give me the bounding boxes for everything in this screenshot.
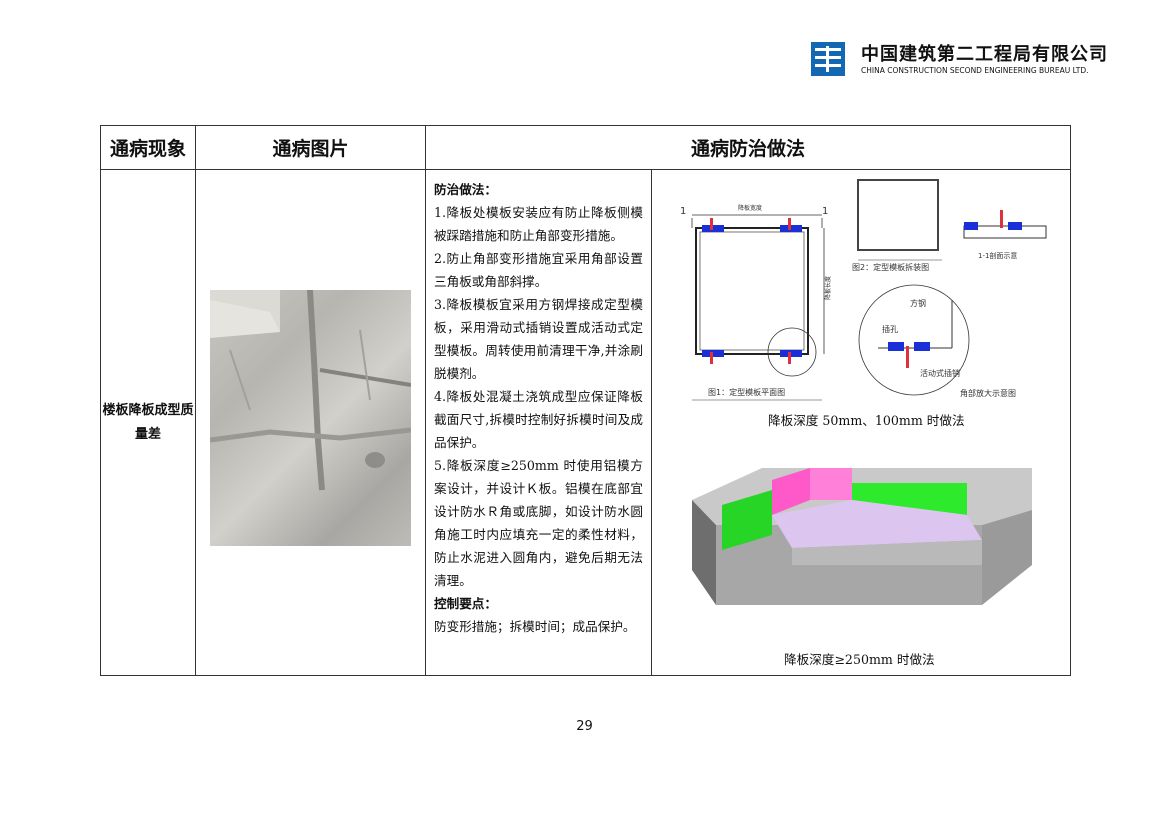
table-row: 楼板降板成型质量差 防治做法： 1.降板处模板安装应有防止降板侧模被踩踏措施和防… xyxy=(100,169,1072,676)
label-width: 降板宽度 xyxy=(738,204,762,212)
method-item-2: 2.防止角部变形措施宜采用角部设置三角板或角部斜撑。 xyxy=(434,251,643,289)
assembly-caption: 图2：定型模板拆装图 xyxy=(852,262,929,272)
corner-detail: 方钢 插孔 活动式插销 角部放大示意图 xyxy=(858,284,1016,398)
figure-cell: 降板宽度 1 1 降板长度 图1： xyxy=(650,169,1072,676)
header-method: 通病防治做法 xyxy=(424,125,1072,170)
assembly-drawing: 图2：定型模板拆装图 xyxy=(852,179,942,272)
label-pin: 活动式插销 xyxy=(920,368,960,378)
plan-caption: 图1：定型模板平面图 xyxy=(708,387,785,397)
method-item-3: 3.降板模板宜采用方钢焊接成定型模板，采用滑动式插销设置成活动式定型模板。周转使… xyxy=(434,297,643,381)
method-title: 防治做法： xyxy=(434,182,497,197)
control-title: 控制要点： xyxy=(434,596,497,611)
label-steel: 方钢 xyxy=(910,298,926,308)
label-hole: 插孔 xyxy=(882,324,898,334)
method-item-5: 5.降板深度≥250mm 时使用铝模方案设计，并设计Ｋ板。铝模在底部宜设计防水Ｒ… xyxy=(434,458,643,588)
header-phenomenon: 通病现象 xyxy=(100,125,196,170)
aluminum-formwork-render xyxy=(692,468,1032,605)
caption-shallow: 降板深度 50mm、100mm 时做法 xyxy=(768,413,965,428)
control-text: 防变形措施；拆模时间；成品保护。 xyxy=(434,619,636,634)
header-picture: 通病图片 xyxy=(195,125,426,170)
photo-cell xyxy=(195,169,426,676)
caption-deep: 降板深度≥250mm 时做法 xyxy=(784,652,935,667)
table-header-row: 通病现象 通病图片 通病防治做法 xyxy=(100,125,1072,170)
company-name-en: CHINA CONSTRUCTION SECOND ENGINEERING BU… xyxy=(861,66,1089,75)
formwork-drawings: 降板宽度 1 1 降板长度 图1： xyxy=(680,179,1047,605)
company-logo xyxy=(811,42,845,76)
defect-table: 通病现象 通病图片 通病防治做法 楼板降板成型质量差 防治做法： 1.降板处模板… xyxy=(100,125,1072,676)
corner-caption: 角部放大示意图 xyxy=(960,388,1016,398)
section-mark-right: 1 xyxy=(822,206,828,217)
page-number: 29 xyxy=(576,719,593,734)
phenomenon-cell: 楼板降板成型质量差 xyxy=(100,169,196,676)
company-name-cn: 中国建筑第二工程局有限公司 xyxy=(861,44,1108,65)
defect-photo xyxy=(210,290,411,546)
method-text-cell: 防治做法： 1.降板处模板安装应有防止降板侧模被踩踏措施和防止角部变形措施。 2… xyxy=(425,169,652,676)
section-mark-left: 1 xyxy=(680,206,686,217)
section-drawing: 1-1剖面示意 xyxy=(963,210,1047,260)
method-item-1: 1.降板处模板安装应有防止降板侧模被踩踏措施和防止角部变形措施。 xyxy=(434,205,643,243)
method-item-4: 4.降板处混凝土浇筑成型应保证降板截面尺寸,拆模时控制好拆模时间及成品保护。 xyxy=(434,389,643,450)
label-length: 降板长度 xyxy=(824,276,832,300)
plan-drawing: 降板宽度 1 1 降板长度 图1： xyxy=(680,204,832,401)
section-caption: 1-1剖面示意 xyxy=(978,251,1017,260)
